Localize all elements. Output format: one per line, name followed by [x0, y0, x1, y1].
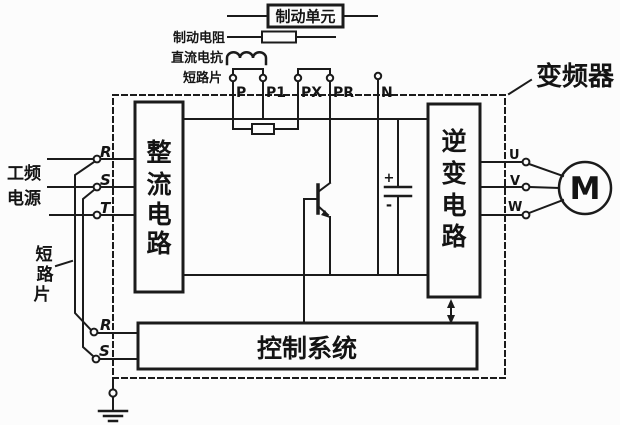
terminal-p-label: P	[236, 85, 246, 101]
output-w-dot	[521, 210, 531, 220]
control-system-box	[136, 321, 479, 371]
control-r-label: R	[100, 316, 112, 334]
transistor-base-wire-to-control	[303, 198, 319, 324]
w-to-motor-wire	[527, 198, 565, 215]
inverter-char-2: 变	[441, 159, 466, 188]
inverter-char-1: 逆	[441, 127, 466, 156]
motor-label: M	[570, 171, 601, 207]
input-s-dot	[92, 182, 102, 192]
inverter-box	[426, 102, 482, 299]
brake-resistor-symbol	[261, 30, 297, 44]
output-v-dot	[521, 182, 531, 192]
diagram-title: 变频器	[536, 61, 615, 92]
transistor-collector-stroke	[316, 181, 332, 194]
terminal-pr-label: PR	[333, 85, 354, 101]
short-piece-p-p1	[232, 68, 264, 76]
inverter-control-arrow-up	[447, 299, 455, 308]
capacitor-plus-sign: +	[384, 171, 395, 186]
v-to-motor-wire	[528, 185, 561, 190]
converter-dashed-border	[112, 94, 506, 379]
dc-reactor-label: 直流电抗	[171, 50, 223, 66]
control-system-label: 控制系统	[257, 334, 357, 363]
u-to-motor-wire	[527, 162, 565, 178]
input-r-dot	[92, 154, 102, 164]
short-piece-pointer-line	[54, 259, 74, 268]
s-tap-wire	[82, 188, 96, 358]
brake-unit-label: 制动单元	[275, 8, 335, 26]
terminal-p-dot	[228, 73, 238, 83]
inverter-char-4: 路	[441, 222, 467, 251]
title-pointer-line	[507, 78, 533, 96]
output-v-label: V	[510, 174, 520, 189]
transistor-emitter-arrow	[321, 210, 330, 218]
brake-resistor-label: 制动电阻	[173, 30, 225, 46]
rectifier-char-3: 电	[146, 200, 171, 229]
control-s-label: S	[99, 342, 110, 360]
terminal-p1-label: P1	[266, 85, 286, 101]
mains-supply-label-line2: 电源	[7, 188, 41, 209]
terminal-pr-dot	[325, 73, 335, 83]
motor-circle	[557, 160, 613, 216]
control-s-dot	[91, 354, 101, 364]
inverter-char-3: 电	[441, 191, 466, 220]
internal-resistor-symbol	[251, 123, 275, 135]
input-s-label: S	[100, 171, 111, 189]
short-piece-top-label: 短路片	[183, 70, 222, 86]
short-piece-left-char-1: 短	[36, 244, 53, 265]
control-r-dot	[89, 327, 99, 337]
output-w-label: W	[508, 200, 522, 215]
brake-unit-box	[266, 3, 345, 29]
input-t-dot	[92, 210, 102, 220]
short-piece-px-pr	[297, 68, 331, 76]
inverter-control-arrow-down	[447, 315, 455, 324]
rectifier-char-1: 整	[146, 138, 171, 167]
terminal-n-label: N	[381, 85, 393, 101]
short-piece-left-char-3: 片	[34, 284, 51, 305]
dc-reactor-symbol	[225, 50, 268, 66]
capacitor-minus-sign: -	[386, 196, 392, 214]
input-t-label: T	[100, 199, 112, 217]
rectifier-box	[133, 100, 185, 294]
terminal-p1-dot	[258, 73, 268, 83]
rectifier-char-2: 流	[146, 170, 171, 199]
short-piece-left-char-2: 路	[37, 264, 55, 285]
ground-dot	[108, 388, 118, 398]
terminal-px-dot	[293, 73, 303, 83]
rectifier-char-4: 路	[146, 229, 172, 258]
terminal-n-dot	[373, 71, 383, 81]
input-r-label: R	[100, 143, 112, 161]
output-u-dot	[521, 157, 531, 167]
terminal-px-label: PX	[301, 85, 322, 101]
mains-supply-label-line1: 工频	[7, 163, 41, 184]
output-u-label: U	[509, 148, 520, 163]
